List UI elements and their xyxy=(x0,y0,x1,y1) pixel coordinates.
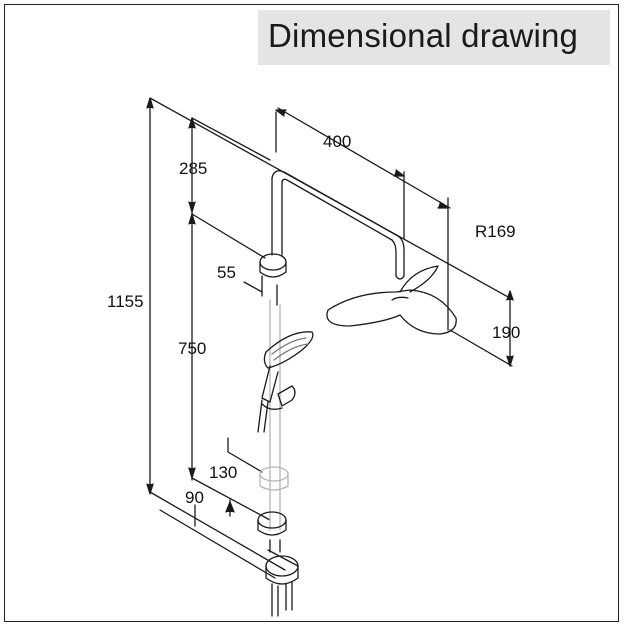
label-1155: 1155 xyxy=(107,292,144,311)
label-r169: R169 xyxy=(475,222,516,241)
label-400: 400 xyxy=(323,132,351,151)
hand-shower xyxy=(257,331,314,433)
drawing-frame xyxy=(4,4,619,622)
mixing-valve xyxy=(265,539,299,617)
label-190: 190 xyxy=(492,323,520,342)
lower-bracket xyxy=(257,511,287,536)
label-285: 285 xyxy=(179,159,207,178)
title-banner xyxy=(258,10,610,65)
overhead-shower-head xyxy=(326,265,457,335)
label-55: 55 xyxy=(217,263,236,282)
shower-rail xyxy=(269,170,405,531)
label-130: 130 xyxy=(209,463,237,482)
label-750: 750 xyxy=(178,339,206,358)
dimension-lines xyxy=(146,97,514,579)
page-title: Dimensional drawing xyxy=(268,17,579,54)
ghost-holder xyxy=(259,466,289,491)
label-90: 90 xyxy=(185,488,204,507)
wall-bracket xyxy=(259,253,287,278)
